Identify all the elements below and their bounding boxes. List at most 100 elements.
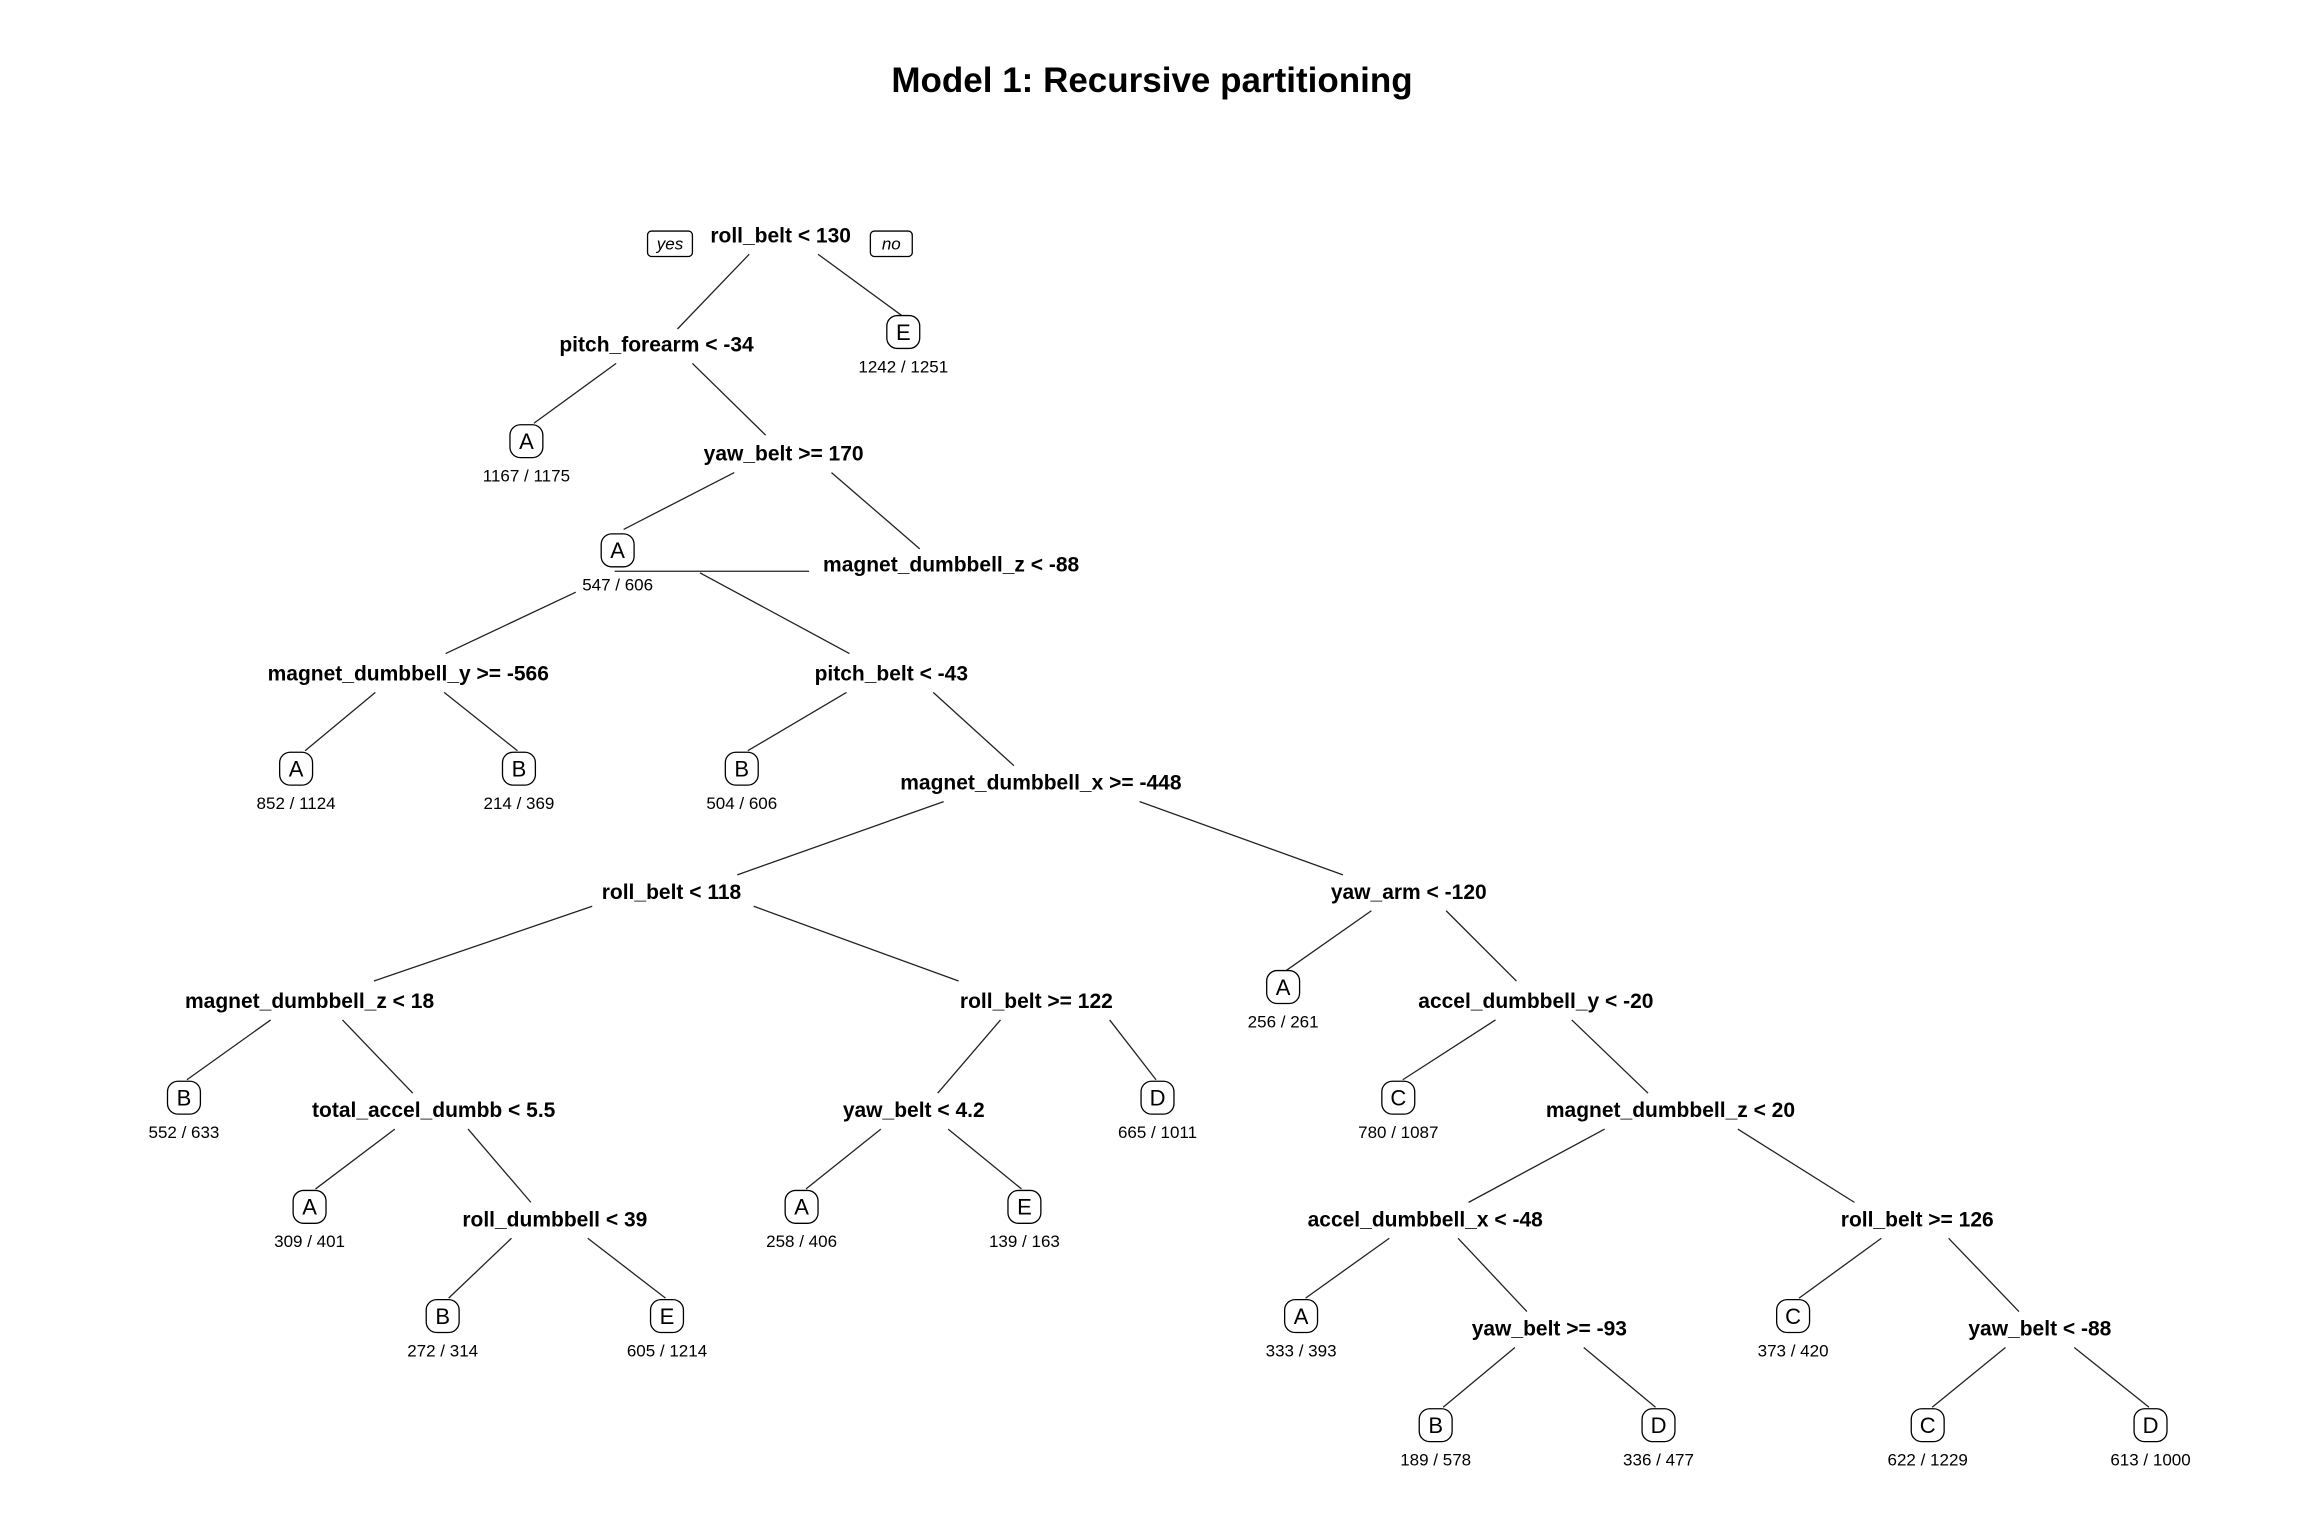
tree-edge [448, 1237, 512, 1299]
split-node-label: roll_dumbbell < 39 [462, 1208, 647, 1231]
no-branch-label: no [869, 230, 913, 258]
tree-edge [1445, 910, 1517, 982]
leaf-class-label: D [1651, 1413, 1667, 1438]
leaf-count-label: 1242 / 1251 [858, 357, 948, 376]
leaf-node: C 622 / 1229 [1888, 1408, 1968, 1470]
leaf-count-label: 613 / 1000 [2110, 1451, 2190, 1470]
split-node-label: accel_dumbbell_y < -20 [1418, 990, 1653, 1013]
leaf-count-label: 214 / 369 [483, 794, 554, 813]
leaf-box [1910, 1408, 1945, 1443]
leaf-node: B 504 / 606 [706, 751, 777, 813]
leaf-box [2133, 1408, 2168, 1443]
tree-edge [937, 1019, 1001, 1094]
tree-edge [1109, 1019, 1157, 1081]
leaf-box [1283, 1298, 1319, 1334]
split-node-label: magnet_dumbbell_z < 18 [185, 990, 434, 1013]
leaf-node: A 1167 / 1175 [483, 424, 570, 486]
no-label-box [869, 230, 913, 258]
tree-edge [186, 1019, 272, 1081]
leaf-class-label: A [302, 1195, 317, 1220]
split-node-label: magnet_dumbbell_z < 20 [1546, 1099, 1795, 1122]
leaf-count-label: 852 / 1124 [257, 794, 336, 813]
leaf-box [279, 751, 314, 786]
leaf-count-label: 622 / 1229 [1888, 1451, 1968, 1470]
tree-edge [342, 1019, 414, 1094]
leaf-count-label: 258 / 406 [766, 1232, 837, 1251]
split-node-label: roll_belt >= 122 [960, 990, 1113, 1013]
split-node-label: pitch_belt < -43 [815, 662, 968, 685]
leaf-count-label: 780 / 1087 [1358, 1123, 1438, 1142]
leaf-box [425, 1298, 460, 1334]
tree-edge [443, 691, 518, 752]
tree-edge [1457, 1237, 1528, 1312]
leaf-box [1776, 1298, 1811, 1334]
leaf-count-label: 139 / 163 [989, 1232, 1060, 1251]
leaf-node: E 1242 / 1251 [858, 314, 948, 376]
tree-edge [1571, 1019, 1649, 1094]
leaf-box [784, 1189, 819, 1224]
split-node-label: roll_belt >= 126 [1841, 1208, 1994, 1231]
leaf-class-label: E [1017, 1195, 1032, 1220]
tree-edge [676, 253, 750, 330]
split-node-label: magnet_dumbbell_x >= -448 [900, 772, 1182, 795]
leaf-count-label: 256 / 261 [1248, 1012, 1319, 1031]
tree-edge [1583, 1346, 1656, 1408]
split-node-label: magnet_dumbbell_z < -88 [823, 553, 1079, 576]
leaf-count-label: 605 / 1214 [627, 1341, 707, 1360]
leaf-count-label: 336 / 477 [1623, 1451, 1694, 1470]
leaf-class-label: C [1390, 1085, 1406, 1110]
leaf-count-label: 547 / 606 [582, 576, 653, 595]
leaf-box [1007, 1189, 1042, 1224]
tree-edge [691, 362, 767, 436]
leaf-class-label: E [660, 1304, 675, 1329]
leaf-class-label: B [177, 1085, 192, 1110]
yes-label-box [646, 230, 694, 258]
leaf-node: E 139 / 163 [989, 1189, 1060, 1251]
tree-edge [1442, 1346, 1516, 1408]
leaf-class-label: A [1276, 975, 1291, 1000]
leaf-box [649, 1298, 685, 1334]
split-node-label: magnet_dumbbell_y >= -566 [268, 662, 549, 685]
tree-edge [587, 1237, 666, 1299]
leaf-class-label: E [896, 320, 911, 345]
split-node-label: yaw_belt < -88 [1968, 1317, 2111, 1340]
leaf-box [1641, 1408, 1676, 1443]
leaf-class-label: B [512, 756, 527, 781]
tree-edge [947, 1128, 1022, 1190]
tree-edge [1948, 1237, 2020, 1313]
leaf-node: B 214 / 369 [483, 751, 554, 813]
leaf-box [166, 1080, 202, 1115]
tree-edge [737, 800, 944, 876]
leaf-count-label: 1167 / 1175 [483, 467, 570, 486]
leaf-count-label: 504 / 606 [706, 794, 777, 813]
leaf-class-label: B [734, 756, 749, 781]
split-node-label: pitch_forearm < -34 [559, 333, 754, 356]
yes-branch-label: yes [646, 230, 694, 258]
leaf-class-label: A [794, 1195, 809, 1220]
tree-edge [315, 1128, 396, 1190]
leaf-node: E 605 / 1214 [627, 1298, 707, 1360]
leaf-class-label: C [1785, 1304, 1801, 1329]
leaf-box [292, 1189, 327, 1224]
tree-edges [186, 253, 2150, 1408]
yes-label-text: yes [656, 235, 684, 254]
leaf-class-label: A [519, 429, 534, 454]
tree-edge [747, 691, 847, 752]
leaf-node: A 258 / 406 [766, 1189, 837, 1251]
leaf-node: C 780 / 1087 [1358, 1080, 1438, 1142]
tree-edge [932, 691, 1015, 767]
leaf-count-label: 189 / 578 [1400, 1451, 1471, 1470]
leaf-box [724, 751, 759, 786]
leaf-class-label: A [1294, 1304, 1309, 1329]
tree-edge [373, 905, 593, 982]
split-node-label: yaw_belt < 4.2 [843, 1099, 985, 1122]
leaf-class-label: C [1920, 1413, 1936, 1438]
leaf-count-label: 552 / 633 [148, 1123, 219, 1142]
leaf-box [1140, 1080, 1175, 1115]
leaf-box [600, 533, 635, 568]
leaf-box [1418, 1408, 1453, 1443]
leaf-box [886, 314, 921, 350]
tree-edge [445, 591, 577, 655]
